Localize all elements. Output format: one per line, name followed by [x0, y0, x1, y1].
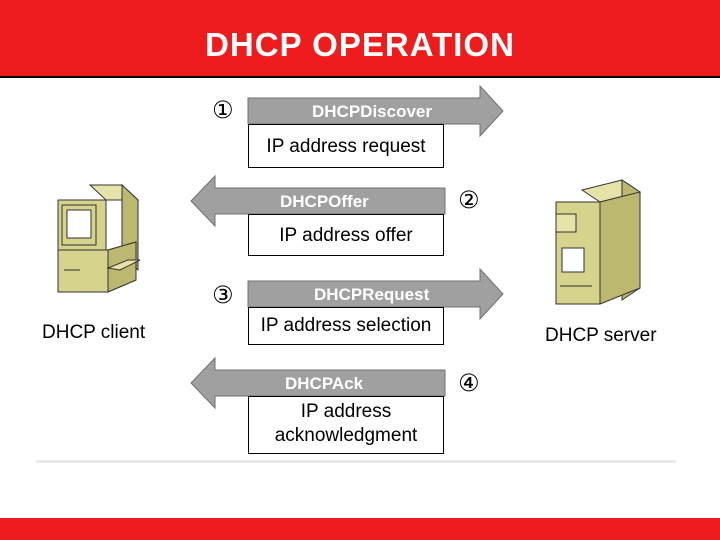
description-text-line-1: IP address [300, 401, 392, 422]
step-number-3: ③ [212, 281, 234, 309]
description-box-1: IP address request [248, 124, 444, 168]
page-title: DHCP OPERATION [205, 26, 515, 63]
server-computer-icon [555, 179, 642, 305]
client-label: DHCP client [42, 322, 146, 343]
description-box-2: IP address offer [248, 214, 444, 256]
description-box-4: IP address acknowledgment [248, 396, 444, 454]
message-label-discover: DHCPDiscover [312, 102, 432, 121]
description-text: IP address request [266, 136, 426, 157]
footer-bar [0, 518, 720, 540]
step-number-4: ④ [458, 369, 480, 397]
step-number-1: ① [212, 96, 234, 124]
description-box-3: IP address selection [248, 307, 444, 345]
title-bar: DHCP OPERATION [0, 0, 720, 78]
message-label-ack: DHCPAck [285, 374, 364, 393]
step-number-2: ② [458, 186, 480, 214]
client-computer-icon [57, 183, 141, 293]
message-label-request: DHCPRequest [314, 285, 430, 304]
server-label: DHCP server [545, 325, 657, 346]
message-label-offer: DHCPOffer [280, 192, 369, 211]
description-text: IP address selection [260, 315, 432, 336]
description-text: IP address offer [279, 225, 413, 246]
description-text-line-2: acknowledgment [274, 425, 418, 446]
